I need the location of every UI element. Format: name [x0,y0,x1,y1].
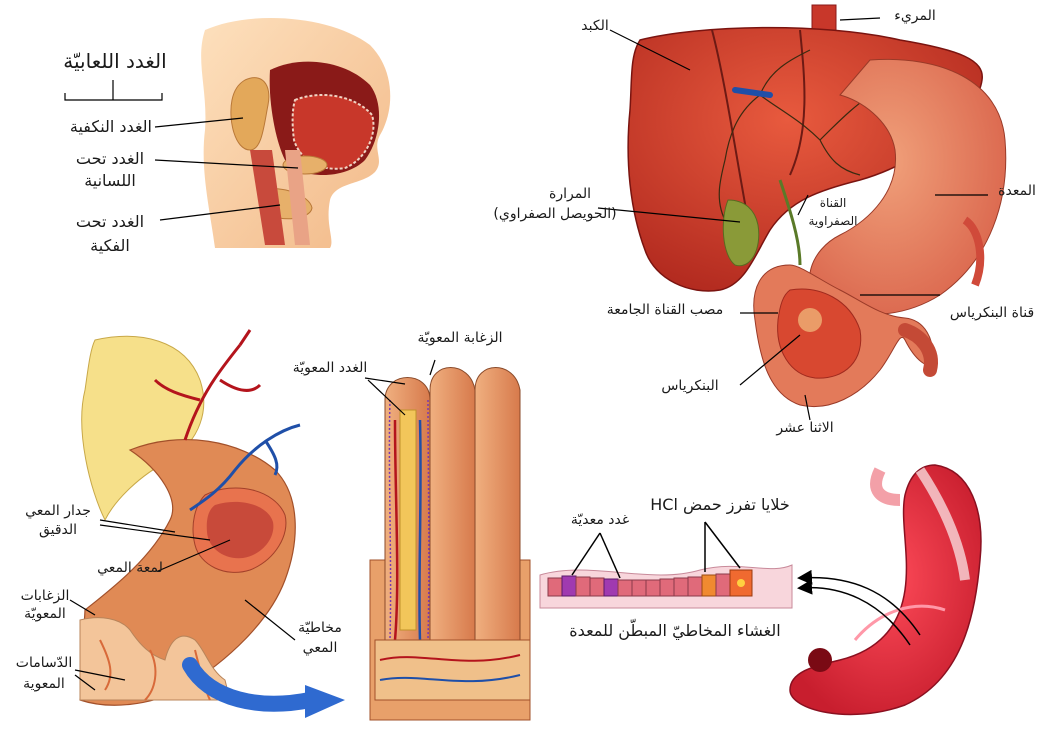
salivary-head-illustration [201,18,390,248]
sublingual-gland-label-2: اللسانية [60,172,160,190]
villus-label: الزغابة المعويّة [395,330,525,346]
common-duct-outlet-label: مصب القناة الجامعة [590,302,740,318]
intestinal-mucosa-label-1: مخاطيّة [275,620,365,636]
intestine-section-illustration [80,330,345,718]
duodenum-label: الاثنا عشر [760,420,850,436]
gallbladder-label-2: (الحويصل الصفراوي) [490,206,620,222]
bile-duct-label-2: الصفراوية [800,215,866,229]
villus-illustration [370,368,530,721]
liver-label: الكبد [560,18,630,34]
intestinal-villi-label-2: المعويّة [0,606,90,622]
intestinal-mucosa-label-2: المعي [275,640,365,656]
gastric-mucosa-strip [540,565,792,608]
villi-pores-label-2: المعوية [0,676,88,692]
stomach-label: المعدة [988,183,1046,199]
gallbladder-label-1: المرارة [515,186,625,202]
parotid-gland-label: الغدد النكفية [20,118,152,136]
bile-duct-label-1: القناة [808,197,858,211]
intestinal-wall-label-2: الدقيق [8,522,108,538]
submandibular-gland-label-1: الغدد تحت [60,213,160,231]
pancreatic-duct-label: قناة البنكرياس [938,305,1046,321]
intestinal-wall-label-1: جدار المعي [8,503,108,519]
gastric-glands-label: غدد معديّة [545,512,655,528]
intestinal-glands-label: الغدد المعويّة [270,360,390,376]
gastric-mucosa-label: الغشاء المخاطيّ المبطّن للمعدة [565,622,785,640]
submandibular-gland-label-2: الفكية [60,237,160,255]
lumen-label: لمعة المعي [80,560,180,576]
intestinal-villi-label-1: الزغابات [0,588,90,604]
villi-pores-label-1: الدّسامات [0,655,88,671]
sublingual-gland-label-1: الغدد تحت [60,150,160,168]
salivary-glands-title: الغدد اللعابيّة [35,50,195,73]
pancreas-label: البنكرياس [640,378,740,394]
esophagus-label: المريء [880,8,950,24]
